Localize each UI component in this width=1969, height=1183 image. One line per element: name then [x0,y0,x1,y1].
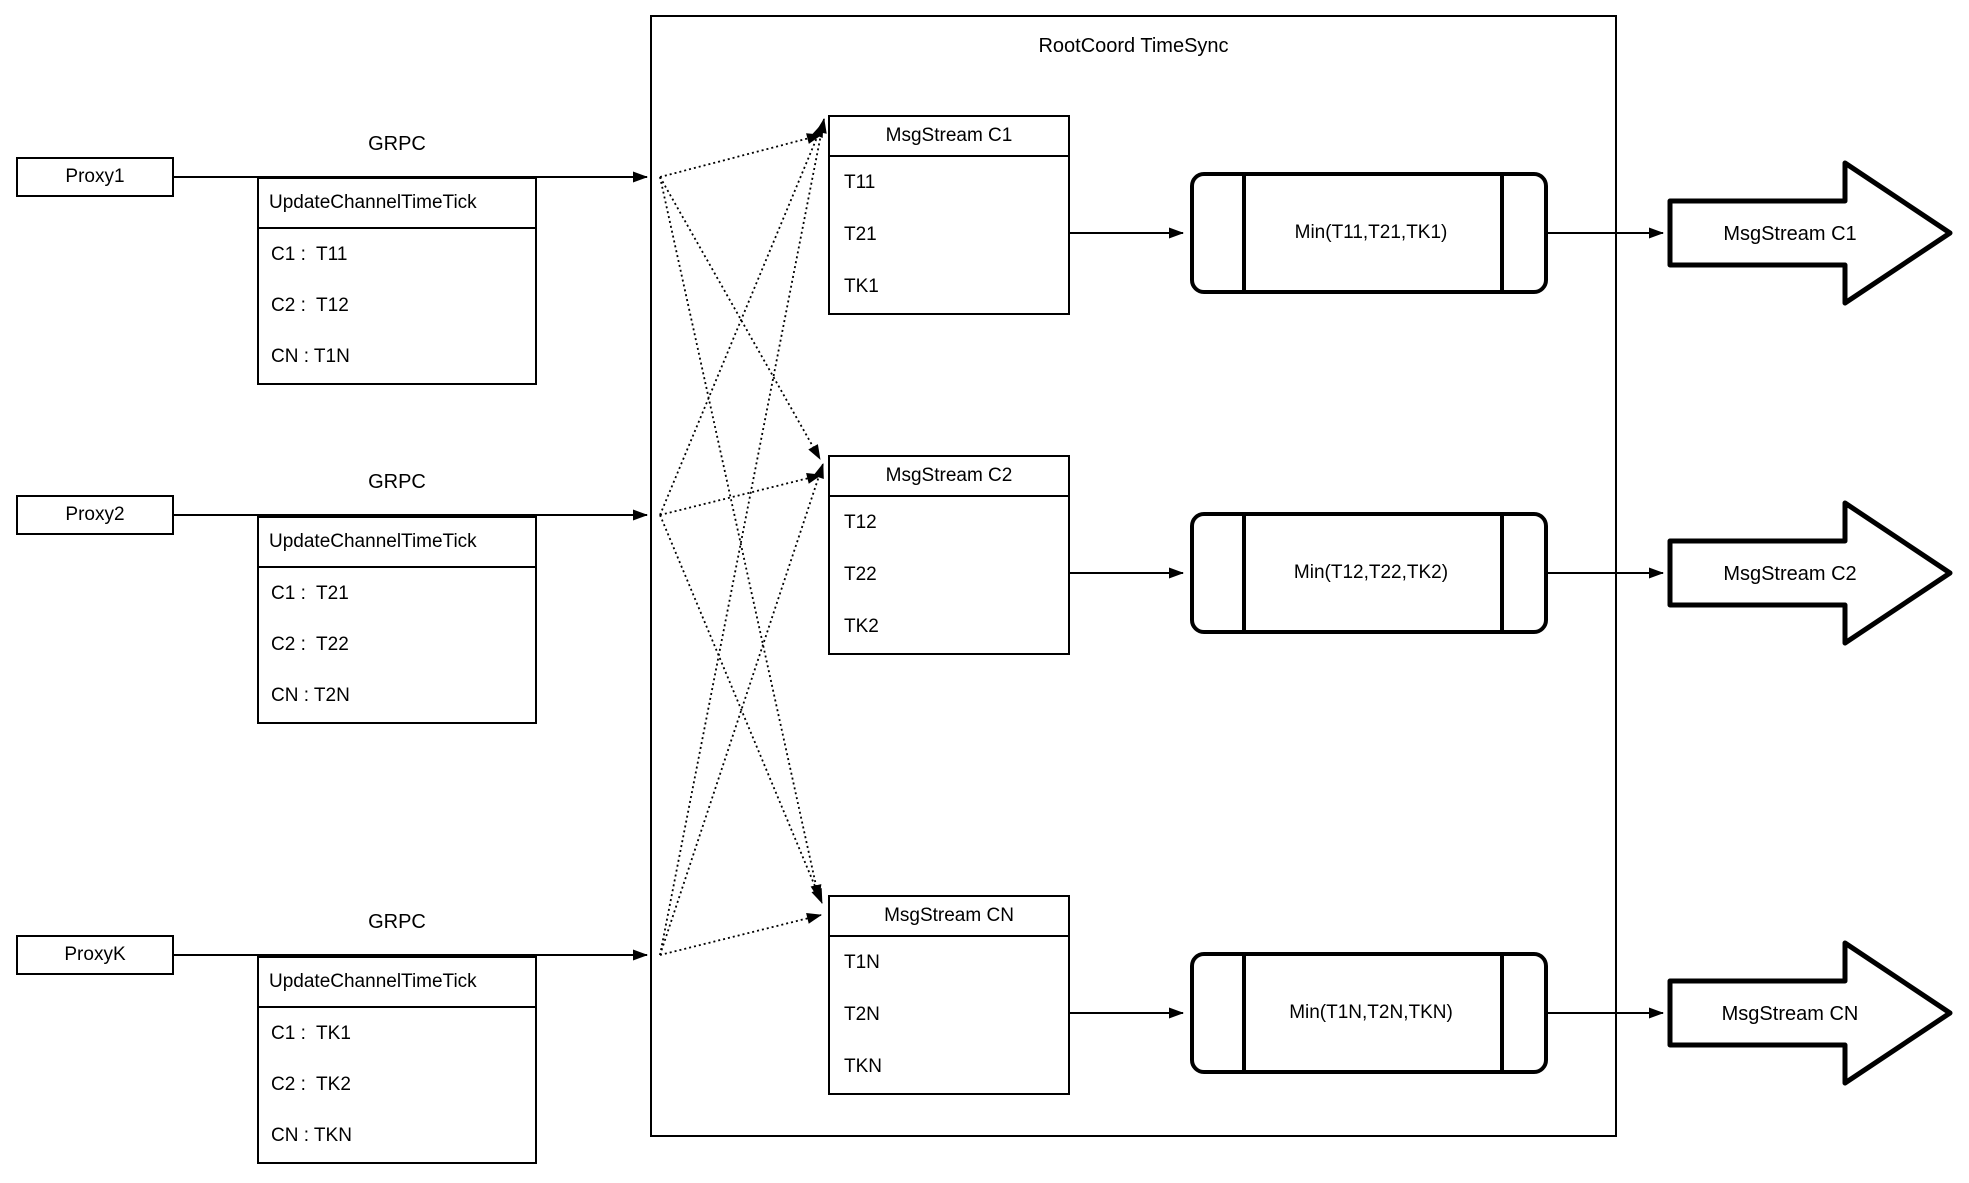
table-header: MsgStream C1 [830,117,1068,157]
update-timetick-table-k: UpdateChannelTimeTick C1 : TK1 C2 : TK2 … [257,956,537,1164]
table-header: UpdateChannelTimeTick [259,179,535,229]
table-row: TK1 [844,276,879,297]
table-row: C2 : T22 [271,633,349,655]
table-row: T2N [844,1004,880,1025]
min-label: Min(T12,T22,TK2) [1293,562,1449,583]
proxy-label: Proxy2 [65,504,125,525]
process-bar [1242,176,1246,290]
table-row: C2 : TK2 [271,1073,351,1095]
table-row: CN : TKN [271,1125,352,1147]
table-header: UpdateChannelTimeTick [259,518,535,568]
table-row: T1N [844,952,880,973]
proxy-label: Proxy1 [65,166,125,187]
table-row: C1 : T11 [271,243,348,265]
proxy-node-1: Proxy1 [16,157,174,197]
output-arrow [1667,500,1953,646]
table-header: MsgStream C2 [830,457,1068,497]
min-process-box-c2: Min(T12,T22,TK2) [1190,512,1548,634]
timetick-fanout-connector [659,176,821,460]
process-bar [1500,516,1504,630]
table-row: C2 : T12 [271,294,349,316]
msgstream-table-cn: MsgStream CN T1N T2N TKN [828,895,1070,1095]
grpc-label: GRPC [368,911,426,933]
timetick-fanout-connector [659,122,824,516]
msgstream-table-c2: MsgStream C2 T12 T22 TK2 [828,455,1070,655]
grpc-label: GRPC [368,133,426,155]
timetick-fanout-connector [659,118,827,956]
table-row: T12 [844,512,877,533]
grpc-label: GRPC [368,471,426,493]
table-row: C1 : T21 [271,582,349,604]
table-row: CN : T1N [271,346,350,368]
table-header: MsgStream CN [830,897,1068,937]
table-row: T21 [844,224,877,245]
process-bar [1242,956,1246,1070]
timetick-fanout-connector [659,514,823,904]
table-row: T11 [844,172,876,193]
min-label: Min(T11,T21,TK1) [1294,222,1448,243]
process-bar [1500,176,1504,290]
output-arrow [1667,160,1953,306]
table-row: T22 [844,564,877,585]
min-process-box-c1: Min(T11,T21,TK1) [1190,172,1548,294]
update-timetick-table-1: UpdateChannelTimeTick C1 : T11 C2 : T12 … [257,177,537,385]
table-row: C1 : TK1 [271,1022,351,1044]
min-label: Min(T1N,T2N,TKN) [1289,1002,1453,1023]
table-header: UpdateChannelTimeTick [259,958,535,1008]
rootcoord-box [650,15,1617,1137]
timetick-fanout-connector [659,176,822,900]
table-row: TK2 [844,616,879,637]
table-row: CN : T2N [271,685,350,707]
output-arrow-label: MsgStream C1 [1723,223,1857,245]
process-bar [1500,956,1504,1070]
table-row: TKN [844,1056,882,1077]
proxy-label: ProxyK [64,944,126,965]
output-arrow [1667,940,1953,1086]
timetick-fanout-connector [659,463,824,956]
output-arrow-label: MsgStream CN [1721,1003,1859,1025]
min-process-box-cn: Min(T1N,T2N,TKN) [1190,952,1548,1074]
rootcoord-title: RootCoord TimeSync [1038,35,1229,57]
proxy-node-2: Proxy2 [16,495,174,535]
process-bar [1242,516,1246,630]
output-arrow-label: MsgStream C2 [1723,563,1857,585]
update-timetick-table-2: UpdateChannelTimeTick C1 : T21 C2 : T22 … [257,516,537,724]
proxy-node-k: ProxyK [16,935,174,975]
msgstream-table-c1: MsgStream C1 T11 T21 TK1 [828,115,1070,315]
